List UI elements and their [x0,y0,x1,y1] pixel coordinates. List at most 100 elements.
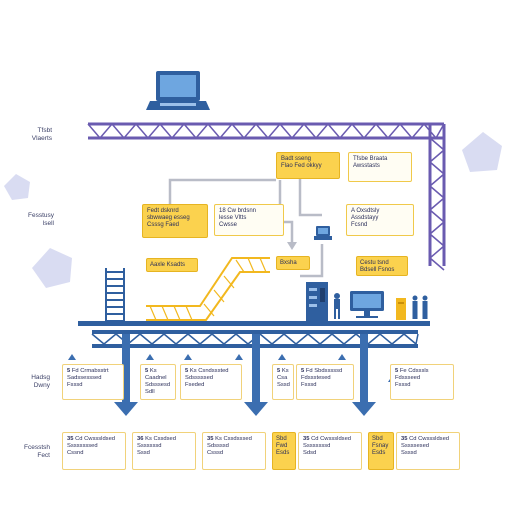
truss-strut [135,123,149,139]
row2-tag-1: Sbd Fwd Esds [272,432,296,470]
card-text: Fe Cdsssls Fdssseed Fsssd [395,368,429,388]
yellow-ramp-truss [146,257,270,321]
truss-strut [223,333,237,345]
card-number: 5 [301,368,305,374]
truss-strut [161,305,169,321]
row1-card-2: 5 Ks Caadnel Sdsssesd Sdll [140,364,176,400]
row1-card-5: 5 Fd Sbdsssssd Fdssstesed Fsssd [296,364,354,400]
truss-strut [363,123,377,139]
truss-strut [279,123,293,139]
truss-strut [429,137,445,151]
truss-strut [429,185,445,199]
truss-strut [271,333,285,345]
mid-box-2: 18 Cw brdsnn lesse Vltts Cwsse [214,204,284,236]
card-text: Ks Csndsssted Sdsssssed Fseded [185,368,229,388]
card-number: 5 [185,368,189,374]
truss-strut [111,123,125,139]
truss-strut [255,123,269,139]
card-number: 36 [137,436,144,442]
truss-strut [259,333,273,345]
truss-strut [283,333,297,345]
row2-card-1: 35 Cd Cwsssldsed Ssssssssed Cssnd [62,432,126,470]
truss-strut [429,149,445,163]
truss-strut [213,289,225,303]
row2-card-4: 35 Cd Cwsssldsed Ssssssssd Sdsd [298,432,362,470]
side-label-top: Tfsbt Vlaerts [31,127,52,142]
truss-strut [187,333,201,345]
row1-card-4: 5 Ks Csa Sssd [272,364,294,400]
card-text: Ks Cssdsed Sssssssd Sssd [137,436,177,456]
truss-strut [87,123,101,139]
truss-strut [331,333,345,345]
person-figure-right-1 [412,295,418,319]
truss-strut [411,123,425,139]
card-text: Cd Cwsssldsed Ssssssssed Cssnd [67,436,116,456]
person-figure-left [334,293,340,319]
mid-box-3: A Oxsdtsly Assdstayy Fcsnd [346,204,414,236]
pentagon-decoration-right [462,132,502,172]
truss-strut [149,305,157,321]
truss-strut [339,123,353,139]
pentagon-decoration-left-top [4,174,30,200]
truss-strut [319,333,333,345]
truss-strut [259,257,267,273]
truss-strut [429,245,445,259]
card-text: Ks Csa Sssd [277,368,290,388]
truss-strut [231,123,245,139]
truss-strut [247,257,255,273]
card-text: Cd Cwsssldsed Ssssssssd Sdsd [303,436,352,456]
truss-strut [403,333,417,345]
truss-strut [235,259,245,273]
truss-strut [159,123,173,139]
truss-strut [103,333,117,345]
truss-strut [235,333,249,345]
truss-strut [315,123,329,139]
down-arrow-2 [244,334,268,416]
row1-card-6: 5 Fe Cdsssls Fdssseed Fsssd [390,364,454,400]
card-text: Cd Cwsssldsed Sssssesed Ssssd [401,436,450,456]
truss-strut [243,123,257,139]
arrow-head-grey [287,242,297,250]
truss-strut [91,333,105,345]
card-number: 35 [67,436,74,442]
pentagon-decoration-left [32,248,72,288]
truss-strut [195,123,209,139]
side-label-lower: Hadsg Dwny [31,374,50,389]
truss-strut [147,123,161,139]
card-number: 35 [401,436,408,442]
truss-strut [203,303,215,317]
truss-strut [171,123,185,139]
card-number: 5 [277,368,281,374]
truss-strut [429,197,445,211]
truss-strut [367,333,381,345]
truss-strut [199,333,213,345]
monitor-icon [350,291,384,318]
mid-box-1: Fedt dsknrd sbwwaeg esseg Csssg Faed [142,204,208,238]
side-label-middle: Fesstusy lsell [27,212,54,227]
tag-cestu: Cestu tsnd Bdsell Fsnos [356,256,408,276]
card-number: 5 [67,368,71,374]
card-number: 35 [303,436,310,442]
card-text: Ks Cssdsssed Sdssssd Csssd [207,436,252,456]
card-text: Ks Caadnel Sdsssesd Sdll [145,368,171,395]
truss-strut [185,305,193,321]
truss-strut [303,123,317,139]
truss-strut [211,333,225,345]
laptop-icon [146,71,210,110]
card-number: 35 [207,436,214,442]
truss-strut [375,123,389,139]
truss-strut [139,333,153,345]
truss-strut [429,173,445,187]
truss-strut [99,123,113,139]
tag-bxsha: Bxsha [276,256,310,270]
truss-strut [173,305,181,321]
computer-terminal-icon [314,226,332,240]
top-purple-truss [87,122,446,271]
down-arrow-3 [352,334,376,416]
top-box-1: Badt sseng Flao Fed okkyy [276,152,340,179]
truss-strut [429,161,445,175]
server-rack-icon [306,282,328,322]
truss-strut [295,333,309,345]
row1-card-3: 5 Ks Csndsssted Sdsssssed Fseded [180,364,242,400]
top-box-2: Tfsbe Braata Awsstasts [348,152,412,182]
